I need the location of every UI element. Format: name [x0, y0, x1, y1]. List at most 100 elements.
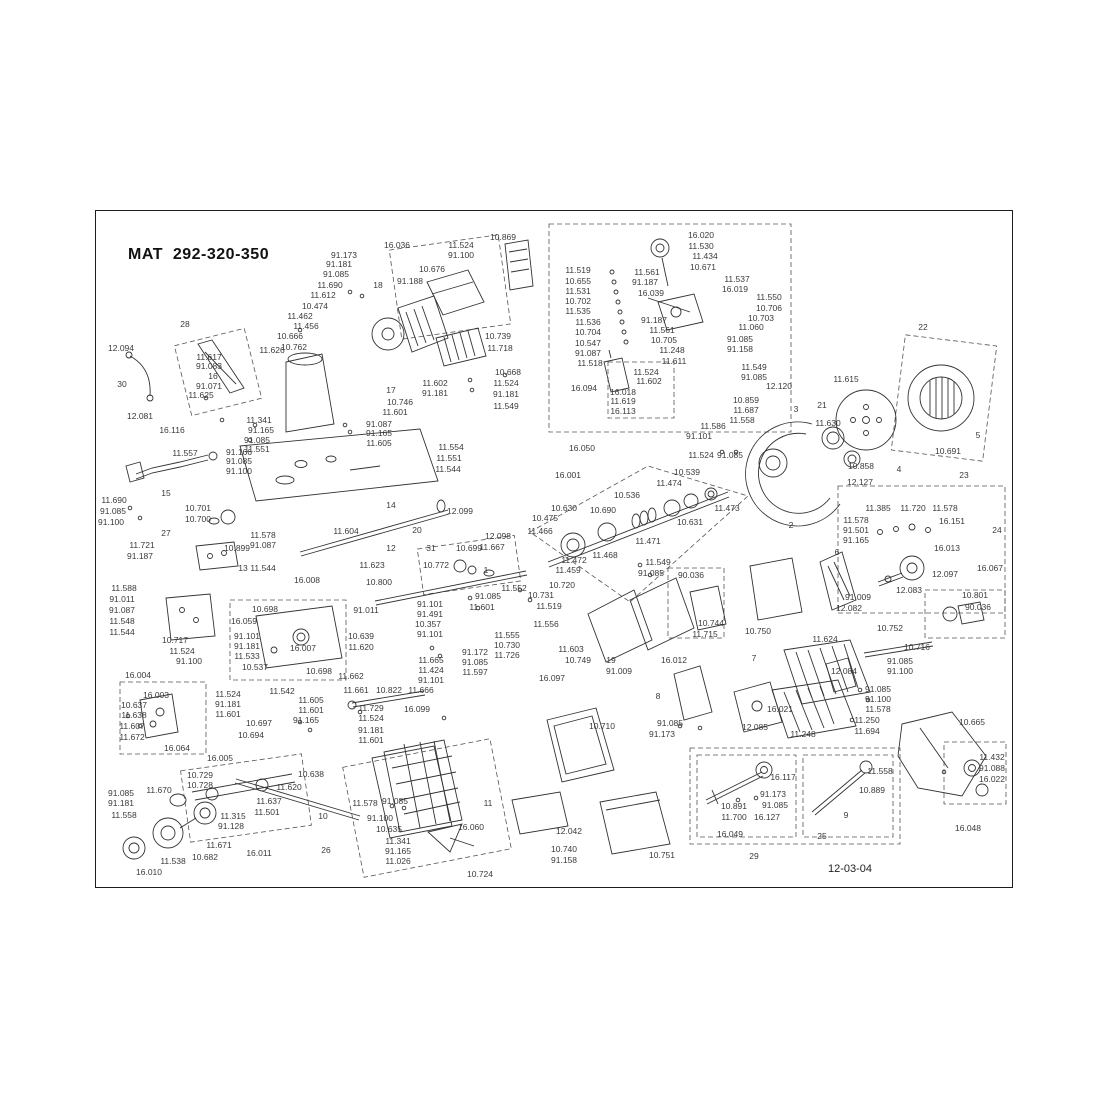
- part-label: 91.165: [248, 424, 274, 435]
- part-label: 11.538: [160, 855, 186, 866]
- part-label: 16.151: [939, 515, 965, 526]
- part-label: 11.341: [385, 835, 411, 846]
- part-label: 10.731: [528, 589, 554, 600]
- part-label: 16.116: [159, 424, 185, 435]
- part-label: 16.099: [404, 703, 430, 714]
- part-label: 11.536: [575, 316, 601, 327]
- part-label: 20: [412, 524, 422, 535]
- part-label: 11.601: [382, 406, 408, 417]
- part-label: 16.012: [661, 654, 687, 665]
- part-label: 91.085: [475, 590, 501, 601]
- part-label: 91.009: [606, 665, 632, 676]
- part-label: 7: [751, 652, 757, 663]
- part-label: 91.101: [686, 430, 712, 441]
- part-label: 10.666: [277, 330, 303, 341]
- part-label: 91.165: [366, 427, 392, 438]
- part-label: 10.751: [649, 849, 675, 860]
- part-label: 10.537: [242, 661, 268, 672]
- part-label: 10.700: [185, 513, 211, 524]
- part-label: 11.549: [645, 556, 671, 567]
- part-label: 10.637: [121, 699, 147, 710]
- part-label: 12.085: [742, 721, 768, 732]
- part-label: 11.537: [724, 273, 750, 284]
- part-label: 11.729: [358, 702, 384, 713]
- part-label: 11.551: [436, 452, 462, 463]
- part-label: 11.530: [688, 240, 714, 251]
- part-label: 10.752: [877, 622, 903, 633]
- part-label: 91.085: [657, 717, 683, 728]
- part-label: 11.542: [269, 685, 295, 696]
- part-label: 11.662: [338, 670, 364, 681]
- part-label: 12.042: [556, 825, 582, 836]
- part-label: 16.097: [539, 672, 565, 683]
- part-label: 11.385: [865, 502, 891, 513]
- part-label: 12.127: [847, 476, 873, 487]
- part-label: 11.726: [494, 649, 520, 660]
- part-label: 11.601: [298, 704, 324, 715]
- part-label: 11.578: [250, 529, 276, 540]
- part-label: 30: [117, 378, 127, 389]
- part-label: 11.462: [287, 310, 313, 321]
- part-label: 11.519: [565, 264, 591, 275]
- part-label: 11.558: [729, 414, 755, 425]
- part-label: 91.187: [641, 314, 667, 325]
- part-label: 10.536: [614, 489, 640, 500]
- part-label: 10.547: [575, 337, 601, 348]
- part-label: 11.557: [172, 447, 198, 458]
- part-label: 16.011: [246, 847, 272, 858]
- part-label: 91.085: [717, 449, 743, 460]
- part-label: 11.620: [276, 781, 302, 792]
- part-label: 91.085: [100, 505, 126, 516]
- part-label: 11.473: [714, 502, 740, 513]
- part-label: 16.113: [610, 405, 636, 416]
- part-label: 16.001: [555, 469, 581, 480]
- part-label: 12.083: [896, 584, 922, 595]
- part-label: 11.026: [385, 855, 411, 866]
- part-label: 10.746: [387, 396, 413, 407]
- part-label: 10.694: [238, 729, 264, 740]
- part-label: 11.524: [215, 688, 241, 699]
- part-label: 91.071: [196, 380, 222, 391]
- part-label: 11.315: [220, 810, 246, 821]
- part-label: 10.739: [485, 330, 511, 341]
- part-label: 10.859: [733, 394, 759, 405]
- part-label: 11.623: [359, 559, 385, 570]
- date-stamp: 12-03-04: [828, 863, 873, 875]
- part-label: 22: [918, 321, 928, 332]
- part-label: 91.172: [462, 646, 488, 657]
- part-label: 91.101: [418, 674, 444, 685]
- part-label: 10.631: [677, 516, 703, 527]
- part-label: 10.730: [494, 639, 520, 650]
- part-label: 11.472: [561, 554, 587, 565]
- part-label: 11.671: [206, 839, 232, 850]
- part-label: 13: [238, 562, 248, 573]
- part-label: 91.087: [250, 539, 276, 550]
- part-label: 11.690: [317, 279, 343, 290]
- part-label: 91.181: [215, 698, 241, 709]
- part-label: 11.625: [188, 389, 214, 400]
- part-label: 11.248: [790, 728, 816, 739]
- part-label: 10.357: [415, 618, 441, 629]
- part-label: 11.578: [865, 703, 891, 714]
- part-label: 10.729: [187, 769, 213, 780]
- part-label: 11.586: [700, 420, 726, 431]
- part-label: 11.624: [812, 633, 838, 644]
- part-label: 16.064: [164, 742, 190, 753]
- part-label: 10.676: [419, 263, 445, 274]
- part-label: 16.060: [458, 821, 484, 832]
- part-label: 10: [318, 810, 328, 821]
- part-label: 16.019: [722, 283, 748, 294]
- part-label: 91.173: [649, 728, 675, 739]
- part-label: 11.524: [493, 377, 519, 388]
- part-label: 91.491: [417, 608, 443, 619]
- part-label: 16.020: [688, 229, 714, 240]
- part-label: 11.468: [592, 549, 618, 560]
- drawing-frame: [95, 210, 1013, 888]
- part-label: 16.094: [571, 382, 597, 393]
- part-label: 11.519: [536, 600, 562, 611]
- part-label: 21: [817, 399, 827, 410]
- part-label: 91.085: [887, 655, 913, 666]
- part-label: 25: [817, 830, 827, 841]
- parts-line-art: [122, 238, 989, 860]
- part-label: 11.524: [448, 239, 474, 250]
